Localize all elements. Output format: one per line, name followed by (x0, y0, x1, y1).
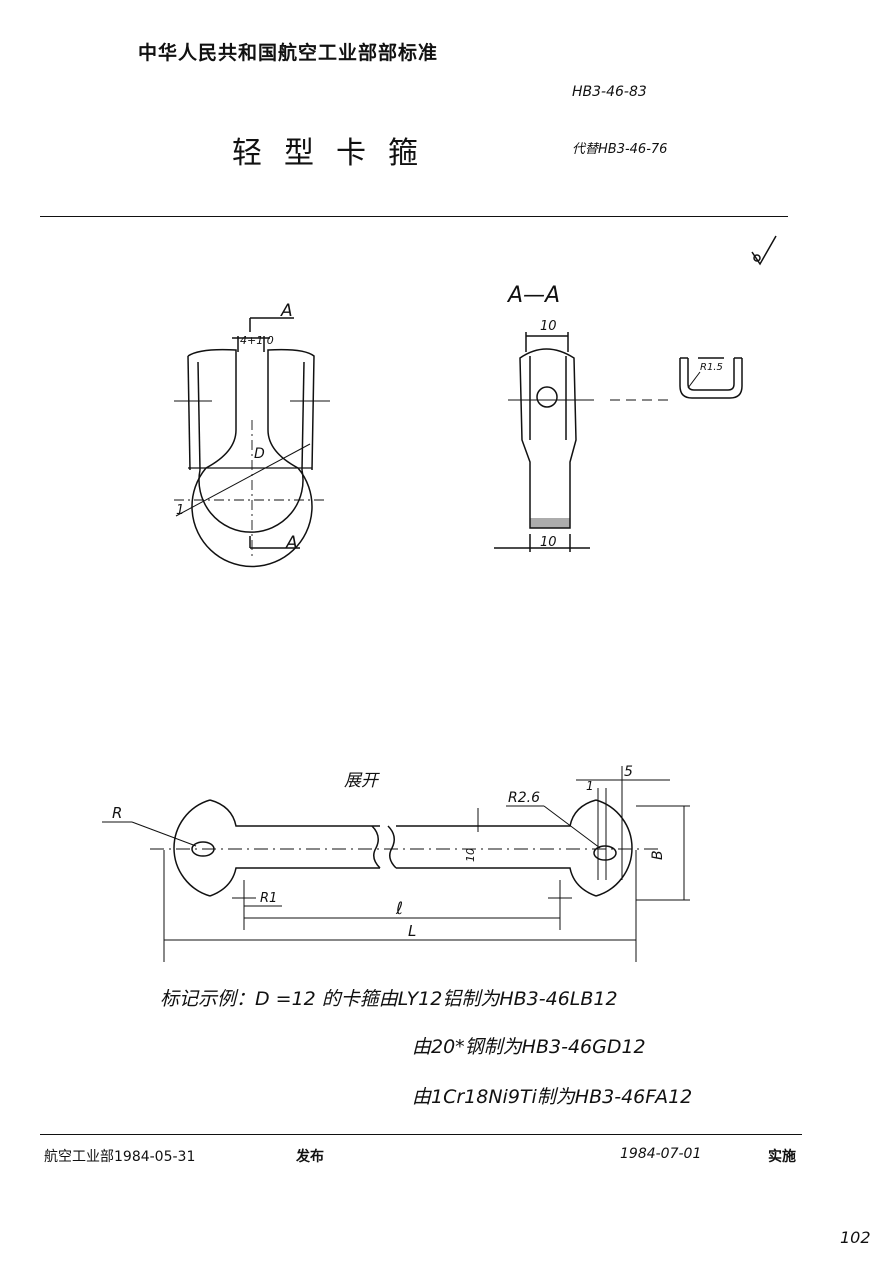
header-rule (40, 216, 788, 217)
label-10-top: 10 (540, 319, 557, 334)
label-A-top: A (280, 301, 293, 321)
label-slot: 4+1 0 (240, 334, 274, 347)
footer-rule (40, 1134, 802, 1135)
channel-detail (679, 357, 743, 399)
page-number: 102 (840, 1228, 871, 1247)
label-R15: R1.5 (700, 362, 723, 373)
flat-development (102, 766, 690, 962)
section-label: A—A (506, 283, 560, 308)
label-1: 1 (176, 503, 184, 518)
marking-example-line2: 由20*钢制为HB3-46GD12 (412, 1036, 646, 1058)
footer-effective-date: 1984-07-01 (620, 1146, 702, 1162)
standard-code: HB3-46-83 (572, 84, 647, 100)
document-title: 轻型卡箍 (232, 136, 440, 171)
label-10-mid: 10 (464, 848, 477, 862)
label-10-bottom: 10 (540, 535, 557, 550)
label-B: B (650, 850, 666, 860)
label-L: L (408, 922, 416, 940)
unfold-label: 展开 (344, 771, 380, 791)
label-1b: 1 (586, 779, 594, 793)
label-R1: R1 (260, 891, 277, 906)
replaces-note: 代替HB3-46-76 (572, 142, 668, 157)
footer-issue-word: 发布 (296, 1149, 324, 1165)
organization-header: 中华人民共和国航空工业部部标准 (138, 42, 439, 64)
surface-finish-symbol (751, 235, 777, 266)
marking-example-line3: 由1Cr18Ni9Ti制为HB3-46FA12 (412, 1086, 693, 1108)
label-l: ℓ (395, 899, 403, 919)
marking-example-line1: 标记示例：D =12 的卡箍由LY12铝制为HB3-46LB12 (160, 988, 618, 1010)
section-view (494, 332, 670, 552)
label-R: R (112, 804, 122, 822)
label-5: 5 (624, 764, 633, 780)
footer-effective-word: 实施 (768, 1149, 796, 1165)
footer-issuer: 航空工业部1984-05-31 (44, 1149, 196, 1165)
front-view (174, 317, 330, 568)
label-D: D (254, 446, 265, 462)
label-R26: R2.6 (508, 790, 540, 806)
label-A-bottom: A (285, 533, 298, 553)
